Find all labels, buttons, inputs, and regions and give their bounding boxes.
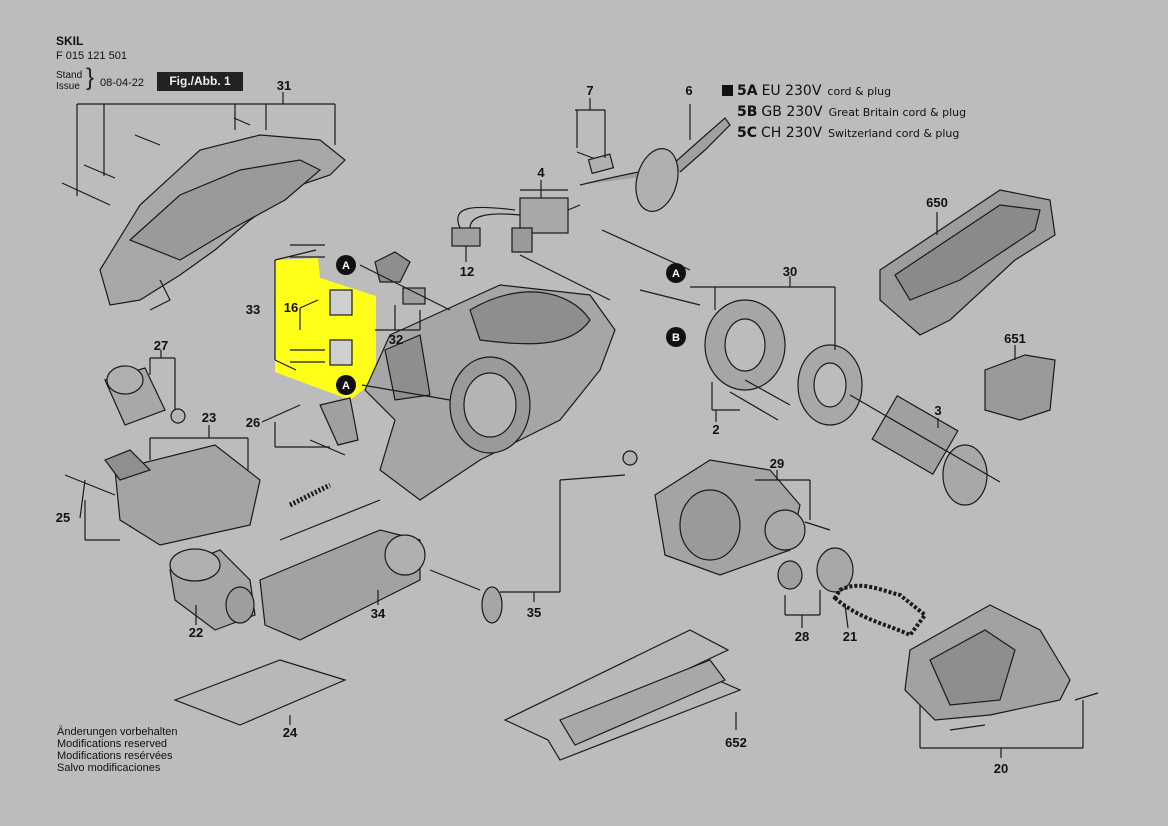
marker-a-3-label: A	[672, 268, 680, 280]
stator-part	[704, 299, 863, 426]
legend-code: 5A	[737, 83, 758, 99]
marker-a-2	[336, 375, 356, 395]
belt-frame-part	[259, 499, 426, 641]
callout-651: 651	[1004, 331, 1026, 346]
callout-6: 6	[685, 83, 692, 98]
selected-marker-icon	[722, 85, 733, 96]
motor-housing-part	[364, 284, 616, 501]
issue-label: Issue	[56, 81, 80, 92]
callout-16: 16	[284, 300, 298, 315]
housing-half-part	[99, 134, 346, 311]
adjust-knob-part	[104, 365, 186, 426]
callout-30: 30	[783, 264, 797, 279]
callout-21: 21	[843, 629, 857, 644]
callout-26: 26	[246, 415, 260, 430]
brand-name: SKIL	[56, 34, 84, 48]
legend-code: 5B	[737, 104, 758, 120]
legend-voltage: CH 230V	[761, 125, 823, 141]
gearbox-part	[654, 459, 806, 576]
callout-2: 2	[712, 422, 719, 437]
callout-20: 20	[994, 761, 1008, 776]
lever-block-part	[104, 444, 261, 546]
marker-a-3	[666, 263, 686, 283]
legend-voltage: GB 230V	[761, 104, 823, 120]
legend-description: Great Britain cord & plug	[828, 106, 967, 119]
callout-3: 3	[934, 403, 941, 418]
armature-part	[849, 394, 1001, 506]
marker-a-1-label: A	[342, 260, 350, 272]
callout-33: 33	[246, 302, 260, 317]
callout-28: 28	[795, 629, 809, 644]
brace-glyph: }	[86, 64, 95, 91]
switch-part	[511, 197, 581, 253]
marker-a-2-label: A	[342, 380, 350, 392]
note-en: Modifications reserved	[57, 738, 168, 750]
callout-32: 32	[389, 332, 403, 347]
marker-a-1	[336, 255, 356, 275]
callout-22: 22	[189, 625, 203, 640]
callout-4: 4	[537, 165, 545, 180]
issue-date: 08-04-22	[100, 77, 145, 89]
callout-650: 650	[926, 195, 948, 210]
callout-25: 25	[56, 510, 70, 525]
callout-7: 7	[586, 83, 593, 98]
callout-27: 27	[154, 338, 168, 353]
callout-31: 31	[277, 78, 291, 93]
stand-issue-label: Stand Issue	[56, 70, 82, 92]
end-cover-part	[904, 604, 1071, 721]
stand-label: Stand	[56, 70, 83, 81]
callout-29: 29	[770, 456, 784, 471]
note-es: Salvo modificaciones	[57, 762, 161, 774]
legend-description: cord & plug	[827, 85, 892, 98]
highlight-region	[275, 258, 376, 400]
marker-b-label: B	[672, 332, 680, 344]
legend-voltage: EU 230V	[761, 83, 822, 99]
callout-12: 12	[460, 264, 474, 279]
callout-652: 652	[725, 735, 747, 750]
callout-35: 35	[527, 605, 541, 620]
note-de: Änderungen vorbehalten	[57, 726, 178, 738]
note-fr: Modifications resérvées	[57, 750, 173, 762]
part-number: F 015 121 501	[56, 50, 127, 62]
legend-description: Switzerland cord & plug	[828, 127, 960, 140]
rear-cover-part	[879, 189, 1056, 336]
legend-code: 5C	[737, 125, 758, 141]
marker-b	[666, 327, 686, 347]
callout-34: 34	[371, 606, 386, 621]
callout-24: 24	[283, 725, 298, 740]
callout-23: 23	[202, 410, 216, 425]
figure-label: Fig./Abb. 1	[157, 72, 243, 91]
